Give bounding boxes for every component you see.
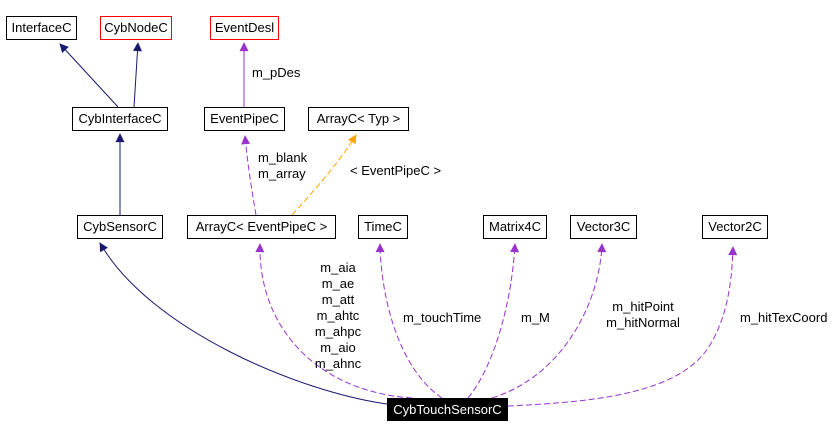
node-cybnodec[interactable]: CybNodeC (100, 16, 172, 40)
node-vector2c[interactable]: Vector2C (702, 215, 768, 239)
edge-cybinterfacec-to-interfacec (59, 43, 119, 108)
node-eventpipec[interactable]: EventPipeC (204, 107, 285, 131)
edge-cybtouchsensorc-to-timec (375, 243, 443, 399)
node-cybtouchsensorc: CybTouchSensorC (387, 398, 508, 421)
node-matrix4c[interactable]: Matrix4C (483, 215, 547, 239)
edge-label-hit-vectors: m_hitPoint m_hitNormal (606, 299, 680, 330)
node-cybinterfacec[interactable]: CybInterfaceC (72, 107, 168, 131)
edge-cybtouchsensorc-to-vector3c (491, 243, 607, 399)
edge-cybinterfacec-to-cybnodec (133, 42, 142, 108)
edge-label-m-m: m_M (521, 310, 550, 325)
edge-cybtouchsensorc-to-cybsensorc (99, 242, 388, 405)
node-vector3c[interactable]: Vector3C (570, 215, 637, 239)
node-eventdesl[interactable]: EventDesl (210, 16, 279, 40)
edge-label-template-args: < EventPipeC > (350, 163, 442, 178)
edge-label-touch-time: m_touchTime (403, 310, 482, 325)
edge-arrayc-to-eventpipec (241, 135, 257, 216)
node-timec[interactable]: TimeC (358, 215, 408, 239)
node-arrayc-typ[interactable]: ArrayC< Typ > (308, 107, 409, 131)
edge-label-array-members: m_aia m_ae m_att m_ahtc m_ahpc m_aio m_a… (314, 260, 362, 371)
node-interfacec[interactable]: InterfaceC (6, 16, 77, 40)
node-arrayc-eventpipec[interactable]: ArrayC< EventPipeC > (187, 215, 336, 239)
edge-cybtouchsensorc-to-matrix4c (467, 243, 520, 399)
edge-cybtouchsensorc-to-arrayc (255, 243, 413, 399)
edge-label-hit-tex-coord: m_hitTexCoord (740, 310, 828, 325)
edge-label-m-blank-m-array: m_blank m_array (258, 150, 308, 181)
edge-label-m-pdes: m_pDes (252, 65, 301, 80)
node-cybsensorc[interactable]: CybSensorC (77, 215, 163, 239)
edge-arrayc-to-arrayc-typ (291, 134, 357, 216)
edge-cybtouchsensorc-to-vector2c (507, 246, 738, 407)
